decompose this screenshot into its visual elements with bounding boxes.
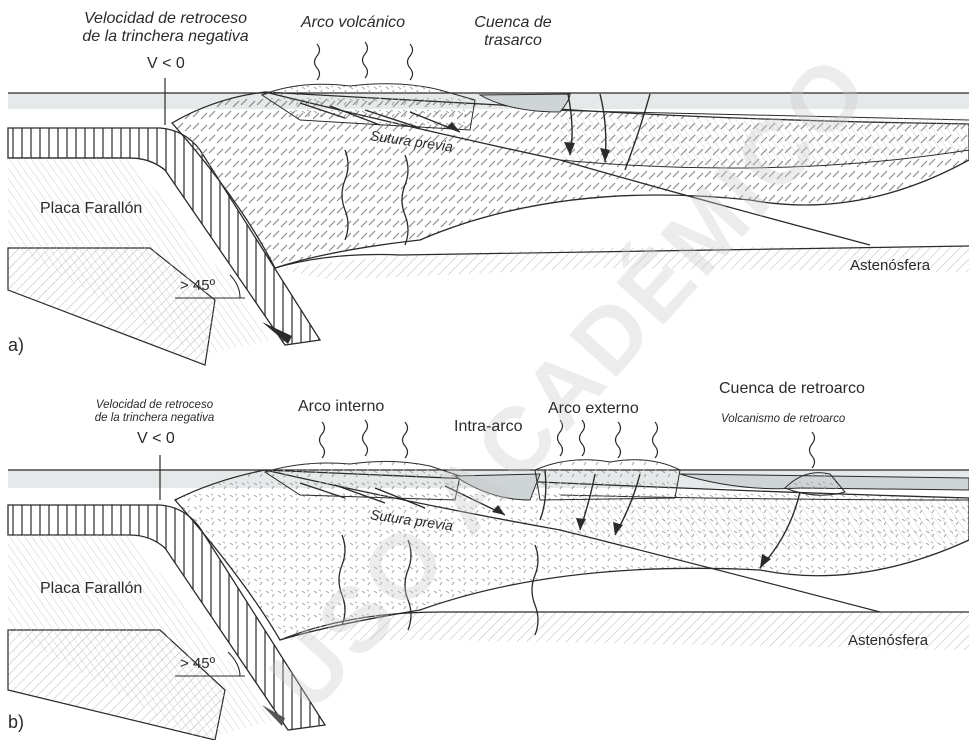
- velocity-value-a: V < 0: [147, 55, 185, 73]
- backarc-basin-label-a: Cuenca de trasarco: [463, 14, 563, 51]
- trench-velocity-line1-a: Velocidad de retroceso: [58, 10, 273, 28]
- trench-velocity-label-b: Velocidad de retroceso de la trinchera n…: [72, 399, 237, 425]
- intra-arc-label-b: Intra-arco: [454, 418, 522, 436]
- backarc-basin-line1-a: Cuenca de: [463, 14, 563, 32]
- backarc-basin-line2-a: trasarco: [463, 32, 563, 50]
- outer-arc-label-b: Arco externo: [548, 400, 639, 418]
- asthenosphere-label-b: Astenósfera: [848, 632, 928, 649]
- farallon-plate-label-a: Placa Farallón: [40, 200, 142, 218]
- trench-velocity-line2-a: de la trinchera negativa: [58, 28, 273, 46]
- panel-label-b: b): [8, 712, 24, 733]
- retroarc-volcanism-label-b: Volcanismo de retroarco: [721, 413, 845, 426]
- velocity-value-b: V < 0: [137, 430, 175, 448]
- inner-arc-label-b: Arco interno: [298, 398, 384, 416]
- volcanic-arc-label-a: Arco volcánico: [301, 14, 405, 32]
- retroarc-basin-label-b: Cuenca de retroarco: [719, 380, 865, 398]
- trench-velocity-line2-b: de la trinchera negativa: [72, 412, 237, 425]
- asthenosphere-label-a: Astenósfera: [850, 257, 930, 274]
- dip-angle-label-b: > 45º: [180, 655, 215, 672]
- trench-velocity-line1-b: Velocidad de retroceso: [72, 399, 237, 412]
- farallon-plate-label-b: Placa Farallón: [40, 580, 142, 598]
- dip-angle-label-a: > 45º: [180, 277, 215, 294]
- panel-label-a: a): [8, 335, 24, 356]
- trench-velocity-label-a: Velocidad de retroceso de la trinchera n…: [58, 10, 273, 47]
